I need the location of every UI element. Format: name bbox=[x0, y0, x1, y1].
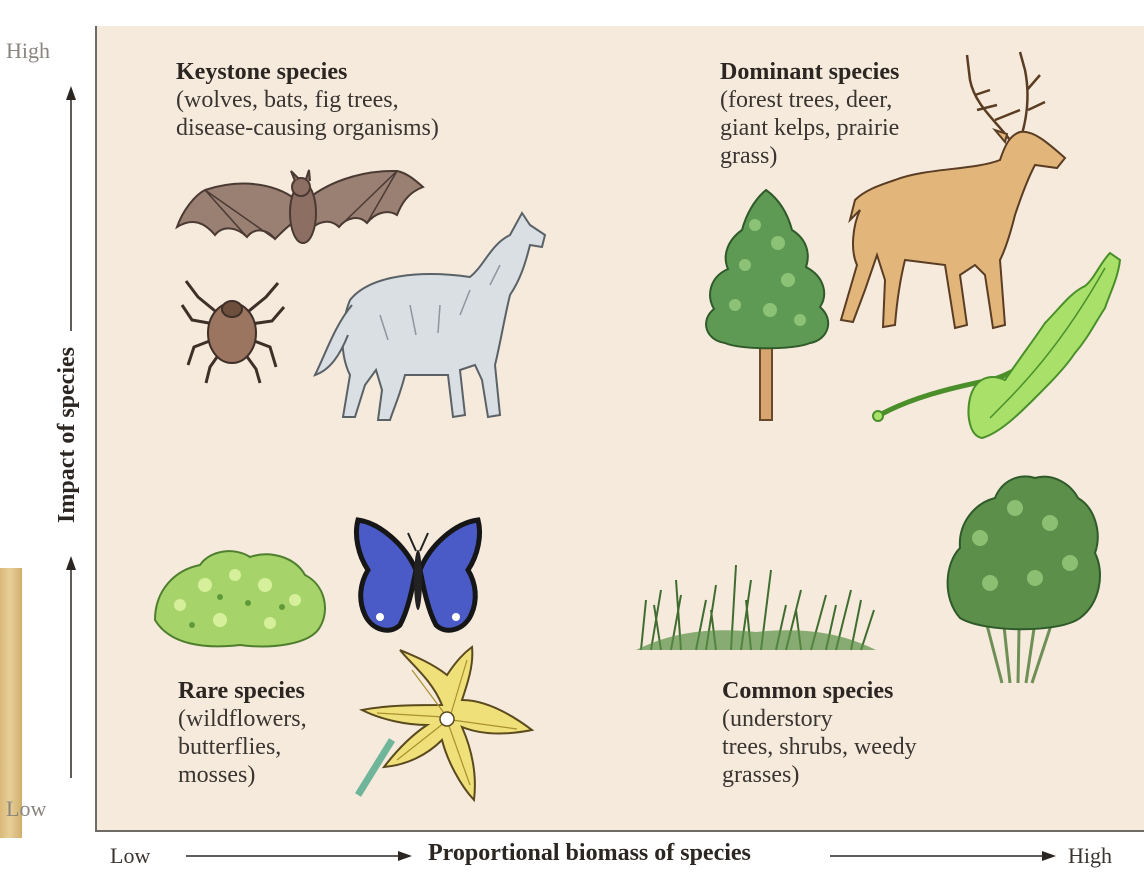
common-species-line: trees, shrubs, weedy bbox=[722, 733, 1002, 761]
keystone-species-title: Keystone species bbox=[176, 58, 536, 86]
rare-species-text: Rare species (wildflowers, butterflies, … bbox=[178, 677, 358, 789]
common-species-line: grasses) bbox=[722, 761, 1002, 789]
keystone-species-line: disease-causing organisms) bbox=[176, 114, 536, 142]
keystone-species-text: Keystone species (wolves, bats, fig tree… bbox=[176, 58, 536, 142]
tick-icon bbox=[180, 275, 285, 385]
rare-species-line: (wildflowers, bbox=[178, 705, 358, 733]
rare-species-title: Rare species bbox=[178, 677, 358, 705]
rare-species-line: butterflies, bbox=[178, 733, 358, 761]
moss-icon bbox=[150, 545, 330, 650]
x-axis-label: Proportional biomass of species bbox=[428, 840, 751, 867]
common-species-text: Common species (understory trees, shrubs… bbox=[722, 677, 1002, 789]
keystone-species-line: (wolves, bats, fig trees, bbox=[176, 86, 536, 114]
pine-tree-icon bbox=[700, 185, 835, 425]
x-axis-arrow-left bbox=[186, 848, 412, 864]
y-axis-low-label: Low bbox=[6, 796, 46, 822]
y-axis-label: Impact of species bbox=[54, 270, 84, 600]
wolf-icon bbox=[310, 205, 555, 435]
x-axis-arrow-right bbox=[830, 848, 1056, 864]
x-axis-low-label: Low bbox=[110, 843, 150, 869]
x-axis-high-label: High bbox=[1068, 843, 1112, 869]
butterfly-icon bbox=[350, 515, 485, 640]
y-axis-high-label: High bbox=[6, 38, 50, 64]
kelp-icon bbox=[870, 248, 1125, 443]
rare-species-line: mosses) bbox=[178, 761, 358, 789]
wildflower-icon bbox=[352, 645, 537, 805]
grass-icon bbox=[636, 560, 876, 652]
shrub-icon bbox=[940, 468, 1105, 688]
common-species-line: (understory bbox=[722, 705, 1002, 733]
